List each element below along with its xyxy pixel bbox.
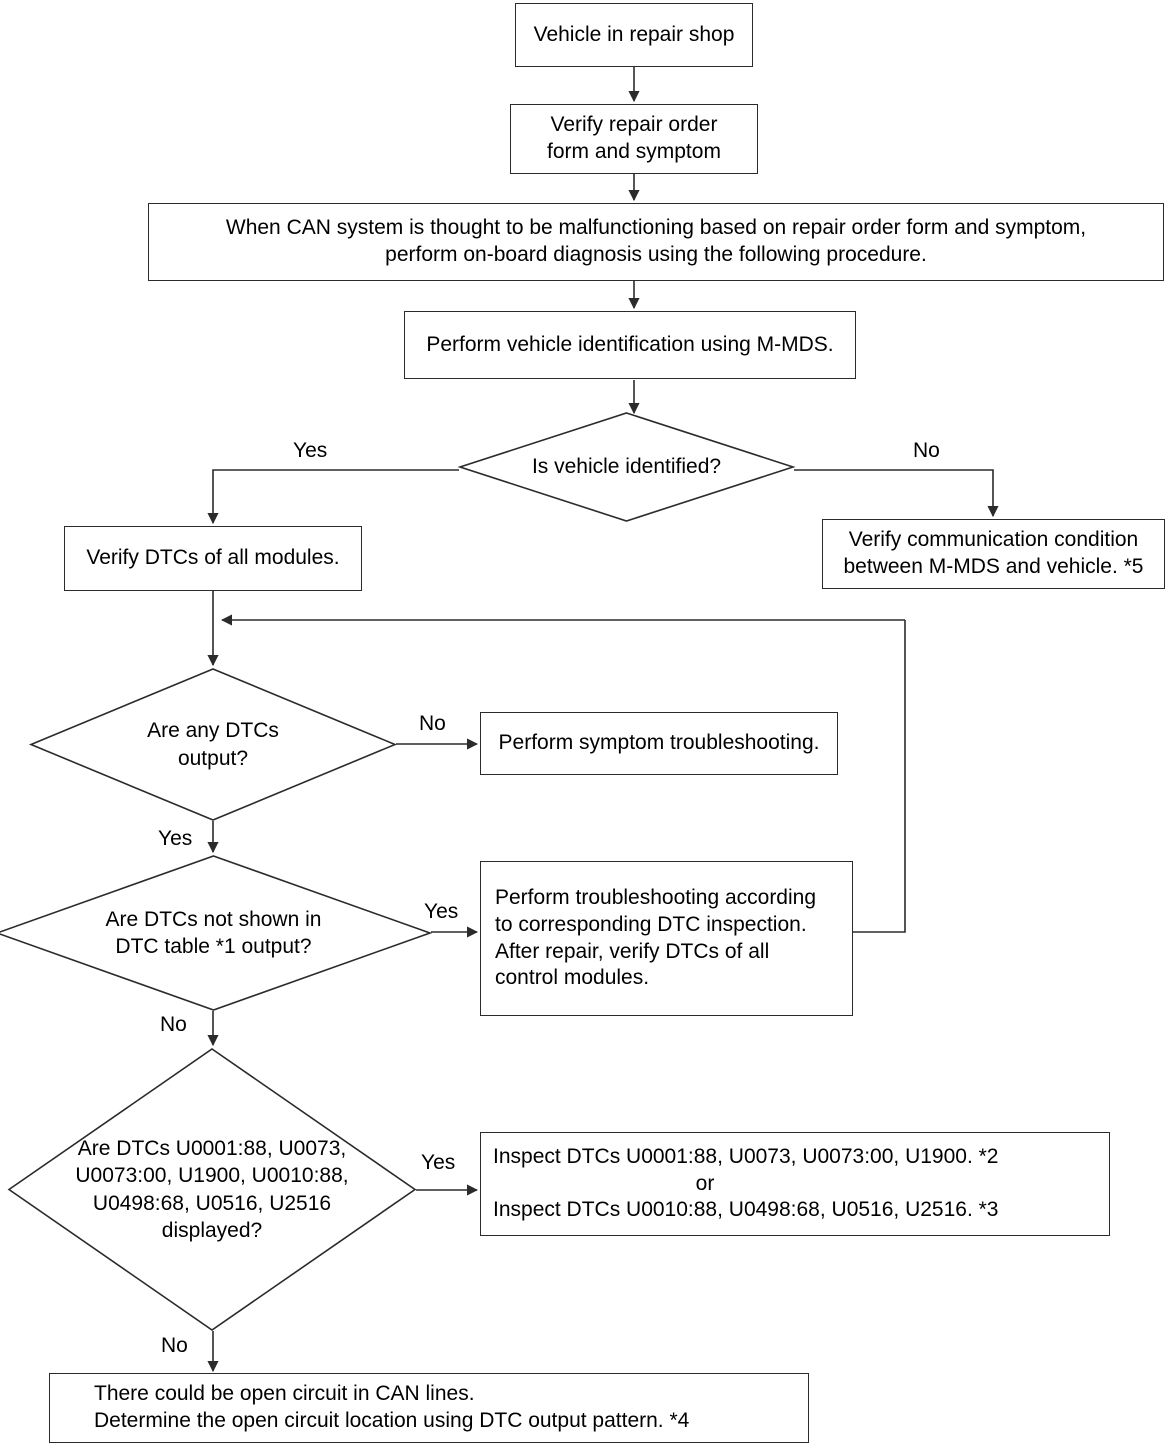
node-label: Perform troubleshooting according to cor… bbox=[495, 885, 817, 990]
node-label: There could be open circuit in CAN lines… bbox=[94, 1382, 690, 1432]
node-verify-communication-condition: Verify communication condition between M… bbox=[822, 519, 1165, 589]
node-verify-dtcs-all-modules: Verify DTCs of all modules. bbox=[64, 526, 362, 591]
node-perform-troubleshooting-dtc: Perform troubleshooting according to cor… bbox=[480, 861, 853, 1016]
edge-label-dtcs-not-shown-no: No bbox=[160, 1013, 187, 1036]
inspect-dtcs-line-2: Inspect DTCs U0010:88, U0498:68, U0516, … bbox=[493, 1198, 999, 1222]
node-label: Verify DTCs of all modules. bbox=[86, 546, 340, 570]
node-are-any-dtcs-output: Are any DTCs output? bbox=[28, 668, 398, 821]
node-label: When CAN system is thought to be malfunc… bbox=[225, 216, 1087, 266]
edge-label-dtcs-output-no: No bbox=[419, 712, 446, 735]
node-label: Verify communication condition between M… bbox=[843, 528, 1144, 578]
edge-label-identified-yes: Yes bbox=[293, 439, 328, 462]
node-label: Is vehicle identified? bbox=[531, 455, 722, 479]
node-label: Verify repair order form and symptom bbox=[547, 113, 721, 163]
node-is-vehicle-identified: Is vehicle identified? bbox=[457, 412, 796, 522]
node-open-circuit-conclusion: There could be open circuit in CAN lines… bbox=[49, 1373, 809, 1443]
node-label: Perform symptom troubleshooting. bbox=[498, 731, 820, 755]
node-label: Vehicle in repair shop bbox=[533, 22, 735, 46]
edge-label-dtcs-output-yes: Yes bbox=[158, 827, 193, 850]
inspect-dtcs-or: or bbox=[695, 1171, 715, 1195]
node-label: Are any DTCs output? bbox=[147, 719, 279, 770]
node-vehicle-in-repair-shop: Vehicle in repair shop bbox=[515, 3, 753, 67]
node-are-dtcs-displayed: Are DTCs U0001:88, U0073, U0073:00, U190… bbox=[7, 1048, 417, 1331]
node-perform-vehicle-identification: Perform vehicle identification using M-M… bbox=[404, 311, 856, 379]
node-label: Are DTCs not shown in DTC table *1 outpu… bbox=[105, 907, 322, 958]
node-perform-symptom-troubleshooting: Perform symptom troubleshooting. bbox=[480, 712, 838, 775]
node-verify-repair-order: Verify repair order form and symptom bbox=[510, 104, 758, 174]
node-inspect-dtcs: Inspect DTCs U0001:88, U0073, U0073:00, … bbox=[480, 1132, 1110, 1236]
edge-label-dtcs-displayed-no: No bbox=[161, 1334, 188, 1357]
inspect-dtcs-line-1: Inspect DTCs U0001:88, U0073, U0073:00, … bbox=[493, 1144, 999, 1168]
node-are-dtcs-not-shown: Are DTCs not shown in DTC table *1 outpu… bbox=[0, 855, 433, 1011]
edge-label-dtcs-not-shown-yes: Yes bbox=[424, 900, 459, 923]
node-label: Are DTCs U0001:88, U0073, U0073:00, U190… bbox=[75, 1136, 349, 1242]
edge-label-dtcs-displayed-yes: Yes bbox=[421, 1151, 456, 1174]
node-label: Perform vehicle identification using M-M… bbox=[426, 332, 834, 356]
edge-label-identified-no: No bbox=[913, 439, 940, 462]
node-can-malfunction-note: When CAN system is thought to be malfunc… bbox=[148, 203, 1164, 281]
